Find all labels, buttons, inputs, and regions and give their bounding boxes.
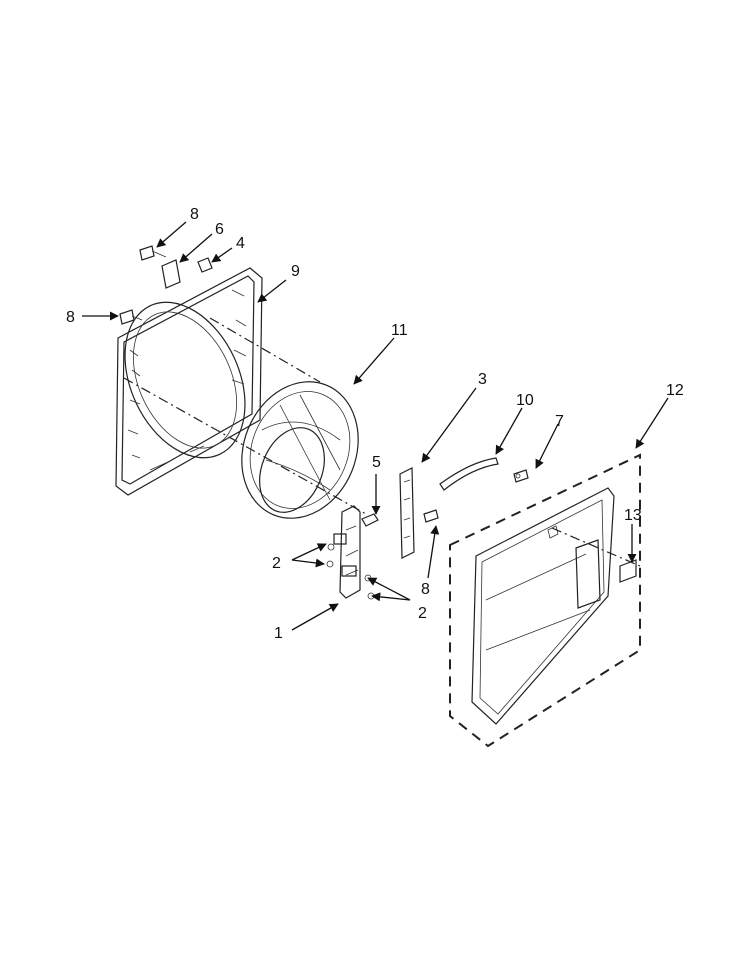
- nut-4: [197, 257, 213, 273]
- callout-4: 4: [236, 235, 245, 252]
- clip-6: [161, 259, 181, 289]
- alignment-lines: [123, 317, 641, 567]
- callout-13: 13: [624, 507, 642, 524]
- callout-10: 10: [516, 392, 534, 409]
- door-assembly: [449, 453, 641, 748]
- callout-9: 9: [291, 263, 300, 280]
- callout-8-bottom: 8: [421, 581, 430, 598]
- leader-lines: [82, 221, 669, 631]
- callout-2-right: 2: [418, 605, 427, 622]
- callout-2-left: 2: [272, 555, 281, 572]
- latch-bracket: [399, 467, 439, 559]
- callout-5: 5: [372, 454, 381, 471]
- callout-7: 7: [555, 413, 564, 430]
- callout-1: 1: [274, 625, 283, 642]
- callout-8-left: 8: [66, 309, 75, 326]
- screw-7: [513, 469, 529, 483]
- callout-3: 3: [478, 371, 487, 388]
- screw-8-left: [119, 309, 143, 325]
- callout-8-top: 8: [190, 206, 199, 223]
- door-window-ring: [241, 381, 359, 519]
- callout-12: 12: [666, 382, 684, 399]
- callout-11: 11: [391, 322, 408, 339]
- callout-6: 6: [215, 221, 224, 238]
- handle-rod: [439, 457, 499, 491]
- screw-8-top: [139, 245, 167, 261]
- hinge-assembly: [326, 505, 379, 600]
- front-panel-frame: [115, 267, 263, 496]
